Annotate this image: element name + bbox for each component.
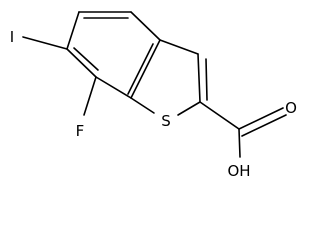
- bond-c3a-c7a: [130, 39, 161, 99]
- bond-c2-ccooh: [199, 101, 240, 130]
- bond-c3-c2-inner: [205, 58, 208, 101]
- hydroxyl-label: OH: [227, 162, 250, 180]
- bond-c6-i: [22, 36, 68, 50]
- structure-diagram: I F S O OH: [10, 11, 297, 180]
- sulfur-label: S: [161, 112, 171, 130]
- bond-c3a-c3: [159, 39, 199, 55]
- bond-s-c7a: [130, 97, 155, 114]
- bond-c3-c2: [197, 53, 201, 103]
- bond-c3a-c7a-inner: [127, 43, 154, 95]
- bond-ccooh-oh: [238, 128, 241, 158]
- bond-c7a-c7: [95, 76, 132, 99]
- fluorine-label: F: [76, 122, 85, 140]
- bond-c2-s: [177, 101, 201, 116]
- bond-c7-c6-inner: [73, 47, 99, 71]
- bond-ccooh-o-double-1: [238, 107, 284, 130]
- bond-c4-c3a: [130, 11, 161, 41]
- bond-ccooh-o-double-2: [241, 114, 287, 137]
- bond-c7-f: [83, 76, 97, 116]
- iodine-label: I: [10, 28, 14, 46]
- bond-c7-c6: [66, 48, 97, 78]
- bond-c6-c5: [66, 11, 80, 50]
- carbonyl-oxygen-label: O: [285, 99, 297, 117]
